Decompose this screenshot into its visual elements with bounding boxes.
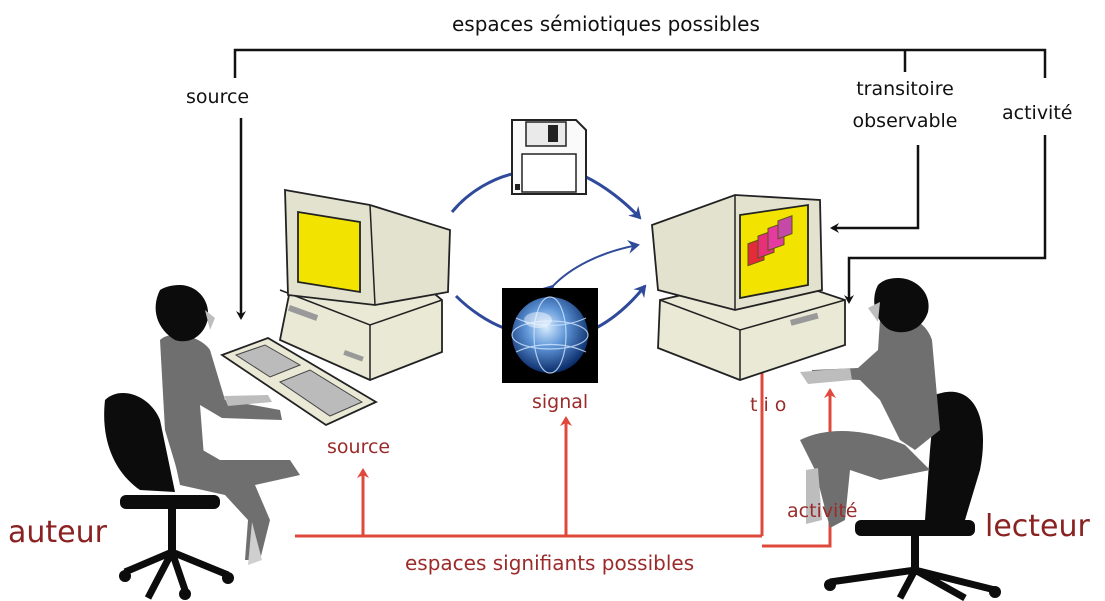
signal-label: signal — [532, 391, 589, 413]
blue-arc-top-right — [583, 174, 642, 220]
semiotic-spaces-title: espaces sémiotiques possibles — [452, 12, 760, 36]
reader-screen-windows — [747, 215, 793, 267]
source-red-label: source — [327, 436, 391, 458]
floppy-disk-icon — [511, 119, 587, 195]
blue-double-arrow — [541, 239, 640, 299]
reader-computer — [651, 194, 846, 381]
lecteur-label: lecteur — [985, 509, 1090, 544]
blue-arc-top-left — [450, 172, 513, 213]
semiotic-frame-lines — [233, 48, 1047, 320]
tio-label: t i o — [750, 394, 787, 416]
blue-arc-bottom-right — [595, 284, 647, 330]
transfer-arrows — [450, 172, 647, 330]
network-globe-icon — [502, 288, 598, 383]
auteur-label: auteur — [8, 515, 107, 550]
source-top-label: source — [186, 86, 250, 108]
author-figure — [104, 285, 300, 600]
reader-figure — [800, 278, 1001, 601]
activite-top-label: activité — [1002, 102, 1073, 124]
blue-arc-bottom-left — [454, 294, 505, 330]
author-screen — [297, 210, 361, 294]
frame-transitoire-arrow — [830, 145, 920, 233]
author-computer — [220, 188, 451, 427]
top-frame-line — [233, 48, 1047, 78]
signifying-spaces-title: espaces signifiants possibles — [405, 551, 695, 575]
transitoire-line2-label: observable — [852, 110, 958, 132]
activite-red-label: activité — [787, 500, 858, 522]
transitoire-line1-label: transitoire — [856, 78, 954, 100]
frame-activite-arrow — [844, 135, 1047, 304]
